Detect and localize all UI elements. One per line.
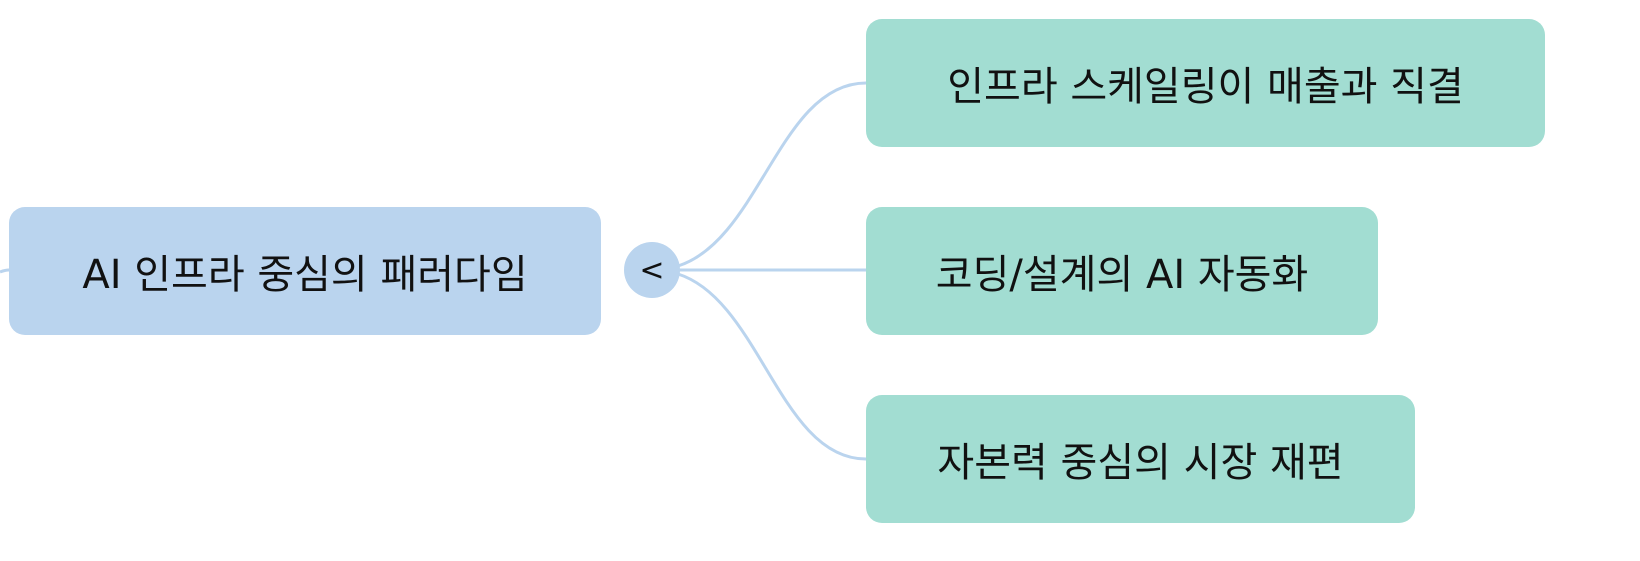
child-node-1[interactable]: 인프라 스케일링이 매출과 직결: [866, 19, 1545, 147]
child-node-3[interactable]: 자본력 중심의 시장 재편: [866, 395, 1415, 523]
connector-parent: [0, 268, 10, 274]
child-node-2[interactable]: 코딩/설계의 AI 자동화: [866, 207, 1378, 335]
root-label: AI 인프라 중심의 패러다임: [82, 252, 528, 298]
connector-child-1: [677, 81, 867, 268]
child-label: 인프라 스케일링이 매출과 직결: [947, 64, 1464, 110]
chevron-left-icon: <: [639, 252, 665, 288]
connector-child-3: [677, 272, 867, 461]
root-node[interactable]: AI 인프라 중심의 패러다임: [9, 207, 601, 335]
child-label: 자본력 중심의 시장 재편: [937, 440, 1344, 486]
collapse-toggle-button[interactable]: <: [624, 242, 680, 298]
child-label: 코딩/설계의 AI 자동화: [935, 252, 1309, 298]
